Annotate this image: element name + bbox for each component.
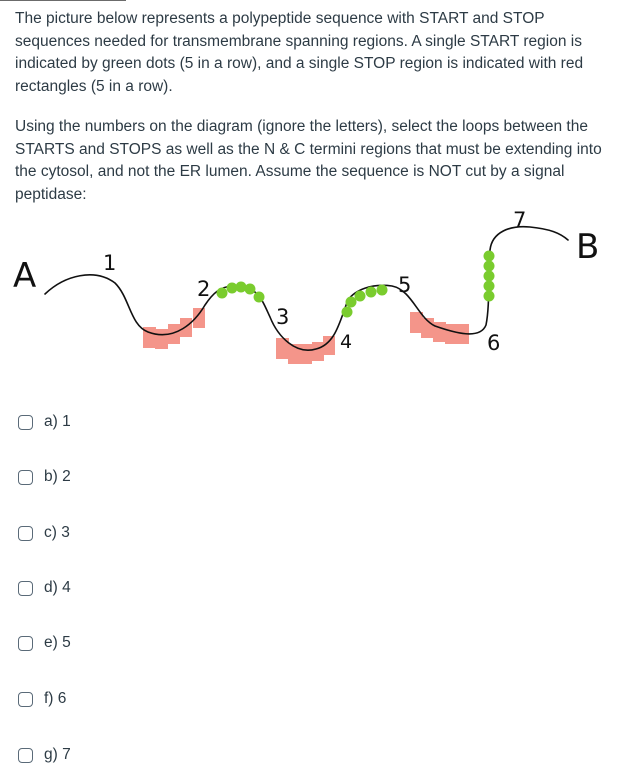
option-a-label: a) 1 (44, 413, 71, 430)
start-region-3 (483, 250, 495, 302)
option-c-label: c) 3 (44, 524, 70, 541)
option-e-label: e) 5 (44, 634, 71, 651)
checkbox-d[interactable] (18, 580, 33, 596)
loop-number-2: 2 (197, 277, 210, 301)
option-d-label: d) 4 (44, 579, 71, 596)
option-f[interactable]: f) 6 (18, 687, 218, 711)
start-region-2 (341, 284, 388, 318)
loop-number-7: 7 (513, 208, 526, 232)
checkbox-f[interactable] (18, 691, 33, 707)
top-divider (0, 0, 126, 1)
loop-number-3: 3 (276, 305, 289, 329)
option-a[interactable]: a) 1 (18, 410, 218, 434)
loop-number-6: 6 (487, 331, 500, 355)
checkbox-g[interactable] (18, 747, 33, 763)
loop-number-5: 5 (398, 273, 411, 297)
checkbox-e[interactable] (18, 635, 33, 651)
diagram-label-b: B (576, 227, 599, 267)
checkbox-b[interactable] (18, 469, 33, 485)
diagram-label-a: A (13, 256, 36, 296)
checkbox-a[interactable] (18, 414, 33, 430)
question-paragraph-2: Using the numbers on the diagram (ignore… (15, 118, 602, 203)
option-b-label: b) 2 (44, 468, 71, 485)
option-g-label: g) 7 (44, 746, 71, 763)
loop-number-4: 4 (340, 331, 352, 353)
option-b[interactable]: b) 2 (18, 465, 218, 489)
option-f-label: f) 6 (44, 690, 67, 707)
option-g[interactable]: g) 7 (18, 743, 218, 767)
checkbox-c[interactable] (18, 525, 33, 541)
option-c[interactable]: c) 3 (18, 521, 218, 545)
option-d[interactable]: d) 4 (18, 576, 218, 600)
start-region-1 (216, 281, 265, 303)
stop-region-1 (143, 308, 205, 349)
loop-number-1: 1 (103, 251, 116, 275)
polypeptide-diagram: A B 1 2 3 4 5 6 7 (13, 208, 599, 364)
option-e[interactable]: e) 5 (18, 631, 218, 655)
question-paragraph-1: The picture below represents a polypepti… (15, 10, 584, 95)
